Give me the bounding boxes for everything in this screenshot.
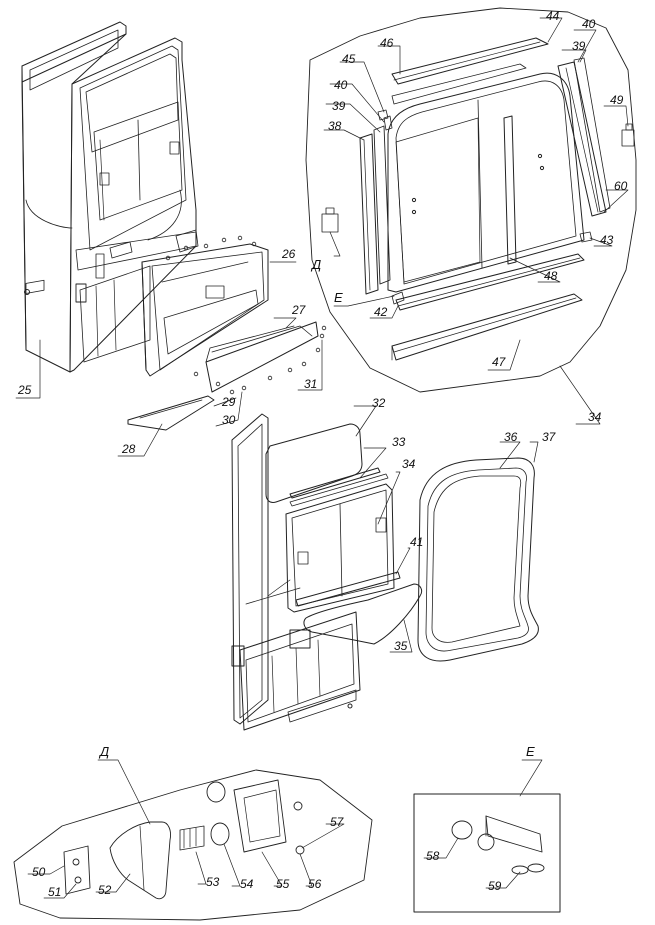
- view-label-D-inset: Д: [100, 744, 110, 759]
- callout-45: 45: [342, 52, 356, 66]
- callout-53: 53: [206, 875, 220, 889]
- callout-29: 29: [222, 395, 236, 409]
- inset-E-frame: [413, 793, 561, 913]
- callout-28: 28: [122, 442, 136, 456]
- callout-30: 30: [222, 413, 236, 427]
- callout-40-left: 40: [334, 78, 348, 92]
- window-glass-frame: [387, 72, 585, 293]
- callout-54: 54: [240, 877, 254, 891]
- callout-50: 50: [32, 865, 46, 879]
- callout-41: 41: [410, 535, 424, 549]
- view-label-E-ref: Е: [334, 290, 343, 305]
- callout-34-mid: 34: [402, 457, 416, 471]
- callout-56: 56: [308, 877, 322, 891]
- door-frame-upper: [69, 37, 199, 373]
- door-frame-lower: [231, 413, 361, 731]
- leader-lines: [15, 17, 629, 899]
- callout-31: 31: [304, 377, 318, 391]
- callout-57: 57: [330, 815, 344, 829]
- callout-39-right: 39: [572, 39, 586, 53]
- quarter-glass-and-seal: [417, 457, 539, 662]
- callout-34-top: 34: [588, 410, 602, 424]
- callout-33: 33: [392, 435, 406, 449]
- window-lower-channel: [295, 571, 401, 607]
- door-armrest-trim: [303, 583, 423, 645]
- window-glass-upper: [265, 423, 363, 503]
- callout-51: 51: [48, 885, 62, 899]
- screws: [165, 235, 327, 395]
- callout-35: 35: [394, 639, 408, 653]
- callout-42: 42: [374, 305, 388, 319]
- outer-door-panel: [21, 21, 127, 373]
- inset-E-parts: [451, 815, 545, 875]
- callout-27: 27: [292, 303, 306, 317]
- callout-60: 60: [614, 179, 628, 193]
- lower-seal-channel: [395, 253, 585, 311]
- inner-trim-panel: [141, 243, 269, 377]
- callout-43: 43: [600, 233, 614, 247]
- callout-55: 55: [276, 877, 290, 891]
- callout-46: 46: [380, 36, 394, 50]
- center-vertical-channel: [503, 115, 517, 265]
- bracket-plate: [205, 321, 319, 393]
- callout-38: 38: [328, 119, 342, 133]
- inset-D-outline: [13, 769, 373, 921]
- bottom-sill-strip: [391, 293, 583, 361]
- view-label-E-inset: Е: [526, 744, 535, 759]
- callout-36: 36: [504, 430, 518, 444]
- callout-37: 37: [542, 430, 556, 444]
- callout-32: 32: [372, 396, 386, 410]
- callout-52: 52: [98, 883, 112, 897]
- lower-trim-strip: [127, 395, 215, 431]
- left-vertical-channels: [359, 115, 393, 295]
- callout-58: 58: [426, 849, 440, 863]
- window-assembly-outline: [305, 7, 637, 393]
- callout-40-right: 40: [582, 17, 596, 31]
- view-label-D-ref: Д: [312, 257, 322, 272]
- callout-26: 26: [282, 247, 296, 261]
- callout-25: 25: [18, 383, 32, 397]
- top-seal-channel: [391, 37, 549, 105]
- callout-59: 59: [488, 879, 502, 893]
- callout-47: 47: [492, 355, 506, 369]
- callout-48: 48: [544, 269, 558, 283]
- callout-39-left: 39: [332, 99, 346, 113]
- callout-49: 49: [610, 93, 624, 107]
- inset-D-parts: [63, 779, 305, 900]
- window-frame-middle: [285, 483, 395, 613]
- right-vertical-channels: [557, 57, 611, 217]
- window-seal-strip: [289, 467, 389, 507]
- callout-44: 44: [546, 9, 560, 23]
